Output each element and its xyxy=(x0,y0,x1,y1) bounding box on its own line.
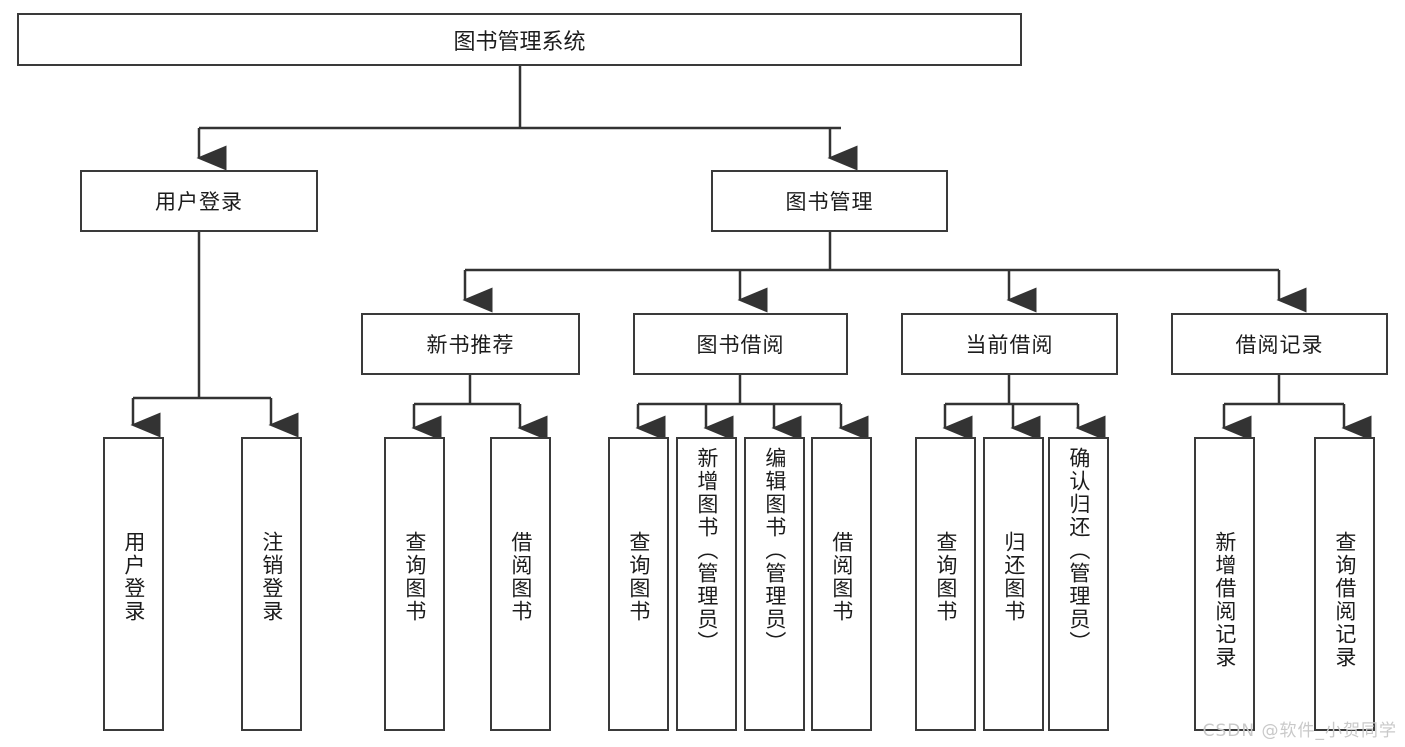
node-leaf-query-book-recommend[interactable]: 查询图书 xyxy=(384,437,445,731)
node-label: 借阅图书 xyxy=(508,531,533,623)
node-label: 新书推荐 xyxy=(426,333,515,357)
node-leaf-query-book-current[interactable]: 查询图书 xyxy=(915,437,976,731)
node-leaf-borrow-book[interactable]: 借阅图书 xyxy=(811,437,872,731)
node-label: 图书管理 xyxy=(785,190,874,214)
node-leaf-confirm-return-admin[interactable]: 确认归还（管理员） xyxy=(1048,437,1109,731)
node-leaf-add-borrow-record[interactable]: 新增借阅记录 xyxy=(1194,437,1255,731)
node-label: 注销登录 xyxy=(259,531,284,623)
node-label: 用户登录 xyxy=(121,531,146,623)
node-label: 用户登录 xyxy=(155,190,243,214)
node-leaf-user-login[interactable]: 用户登录 xyxy=(103,437,164,731)
node-label: 图书管理系统 xyxy=(453,29,586,55)
node-label: 借阅图书 xyxy=(829,531,854,623)
node-book-borrow[interactable]: 图书借阅 xyxy=(633,313,848,375)
node-user-login[interactable]: 用户登录 xyxy=(80,170,318,232)
node-label: 新增图书（管理员） xyxy=(694,447,719,654)
node-label: 确认归还（管理员） xyxy=(1066,447,1091,654)
node-label: 查询图书 xyxy=(933,531,958,623)
node-leaf-logout[interactable]: 注销登录 xyxy=(241,437,302,731)
node-leaf-query-borrow-record[interactable]: 查询借阅记录 xyxy=(1314,437,1375,731)
node-label: 借阅记录 xyxy=(1235,333,1324,357)
node-leaf-return-book[interactable]: 归还图书 xyxy=(983,437,1044,731)
node-root-book-management-system[interactable]: 图书管理系统 xyxy=(17,13,1022,66)
node-label: 图书借阅 xyxy=(696,333,785,357)
node-book-management[interactable]: 图书管理 xyxy=(711,170,948,232)
node-borrow-record[interactable]: 借阅记录 xyxy=(1171,313,1388,375)
node-label: 查询图书 xyxy=(402,531,427,623)
node-label: 编辑图书（管理员） xyxy=(762,447,787,654)
node-new-book-recommend[interactable]: 新书推荐 xyxy=(361,313,580,375)
node-current-borrow[interactable]: 当前借阅 xyxy=(901,313,1118,375)
node-leaf-query-book-borrow[interactable]: 查询图书 xyxy=(608,437,669,731)
node-label: 当前借阅 xyxy=(965,333,1054,357)
node-leaf-borrow-book-recommend[interactable]: 借阅图书 xyxy=(490,437,551,731)
node-label: 查询借阅记录 xyxy=(1332,531,1357,669)
node-label: 新增借阅记录 xyxy=(1212,531,1237,669)
node-leaf-add-book-admin[interactable]: 新增图书（管理员） xyxy=(676,437,737,731)
node-label: 查询图书 xyxy=(626,531,651,623)
watermark-csdn: CSDN @软件_小贺同学 xyxy=(1202,721,1397,741)
node-label: 归还图书 xyxy=(1001,531,1026,623)
node-leaf-edit-book-admin[interactable]: 编辑图书（管理员） xyxy=(744,437,805,731)
